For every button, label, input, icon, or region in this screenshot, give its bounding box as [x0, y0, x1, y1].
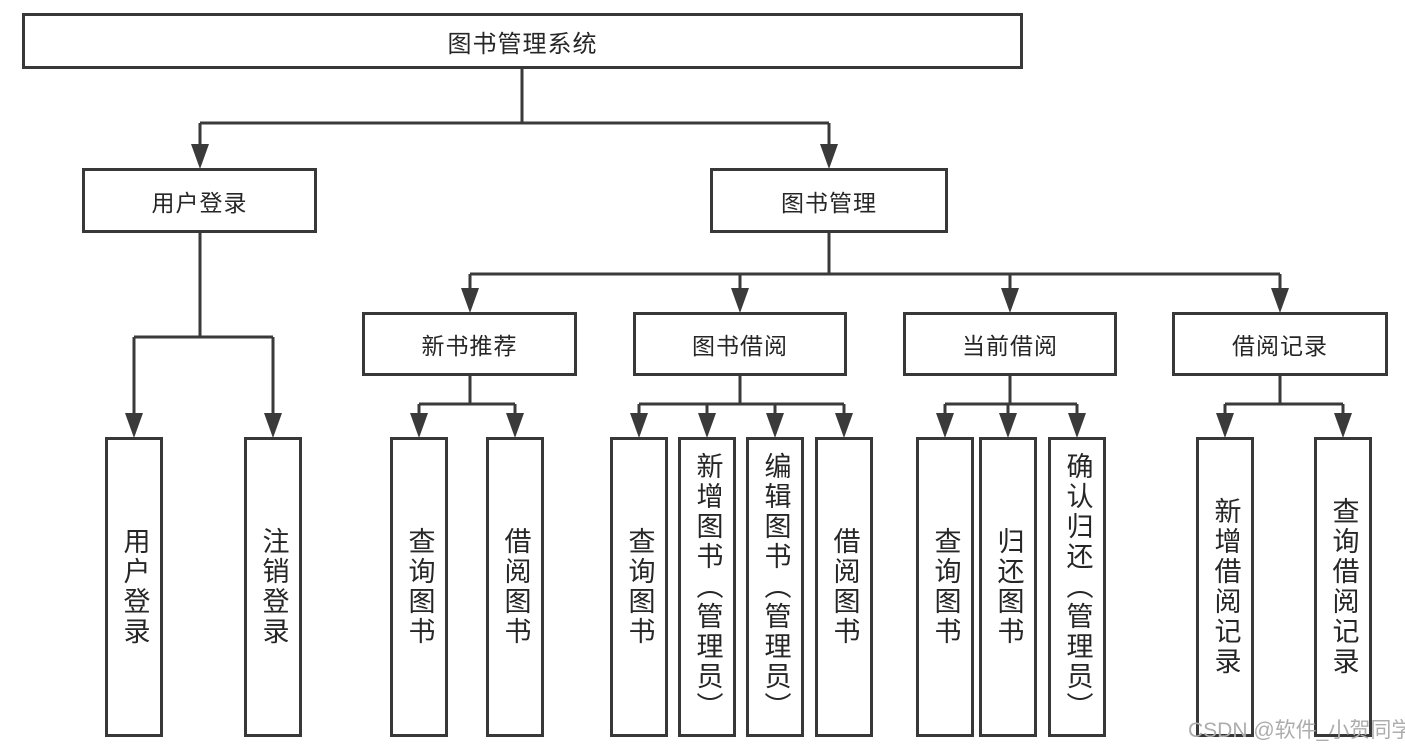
connector-book-borrow-children — [630, 376, 853, 438]
leaf-query-books-borrow: 查询图书 — [610, 437, 668, 737]
node-label: 图书管理 — [781, 189, 877, 216]
leaf-label: 编辑图书（管理员） — [760, 452, 791, 722]
leaf-add-book-admin: 新增图书（管理员） — [678, 437, 736, 737]
leaf-edit-book-admin: 编辑图书（管理员） — [746, 437, 804, 737]
node-user-login: 用户登录 — [82, 168, 317, 233]
leaf-query-borrow-record: 查询借阅记录 — [1314, 437, 1372, 737]
csdn-watermark: CSDN @软件_小贺同学 — [1188, 719, 1405, 742]
leaf-label: 用户登录 — [119, 527, 150, 647]
node-label: 图书管理系统 — [447, 30, 598, 58]
node-book-borrow: 图书借阅 — [633, 312, 847, 376]
leaf-user-login: 用户登录 — [105, 437, 163, 737]
leaf-label: 借阅图书 — [500, 527, 531, 647]
leaf-label: 借阅图书 — [829, 527, 860, 647]
leaf-return-book: 归还图书 — [979, 437, 1037, 737]
leaf-label: 确认归还（管理员） — [1062, 452, 1093, 722]
connector-current-borrow-children — [936, 376, 1086, 438]
connector-book-management-children — [461, 233, 1289, 313]
node-label: 借阅记录 — [1232, 333, 1328, 359]
leaf-label: 新增借阅记录 — [1210, 497, 1241, 677]
node-book-management: 图书管理 — [710, 168, 948, 233]
connector-user-login-children — [125, 233, 282, 438]
connector-new-book-recommend-children — [410, 376, 524, 438]
connector-root-to-level2 — [191, 69, 838, 169]
node-label: 新书推荐 — [421, 333, 518, 359]
leaf-borrow-book: 借阅图书 — [815, 437, 873, 737]
connector-borrow-records-children — [1216, 376, 1352, 438]
leaf-query-books-current: 查询图书 — [916, 437, 974, 737]
node-new-book-recommend: 新书推荐 — [362, 312, 577, 376]
node-label: 图书借阅 — [692, 333, 788, 359]
leaf-borrow-books-recommend: 借阅图书 — [486, 437, 544, 737]
leaf-label: 注销登录 — [258, 527, 289, 647]
leaf-label: 新增图书（管理员） — [692, 452, 723, 722]
node-current-borrow: 当前借阅 — [903, 312, 1117, 376]
leaf-label: 查询图书 — [930, 527, 961, 647]
node-library-management-system: 图书管理系统 — [22, 13, 1023, 69]
node-label: 用户登录 — [151, 189, 248, 216]
node-label: 当前借阅 — [962, 333, 1058, 359]
leaf-label: 归还图书 — [993, 527, 1024, 647]
leaf-label: 查询图书 — [624, 527, 655, 647]
leaf-query-books-recommend: 查询图书 — [390, 437, 448, 737]
leaf-label: 查询借阅记录 — [1328, 497, 1359, 677]
leaf-add-borrow-record: 新增借阅记录 — [1196, 437, 1254, 737]
leaf-logout: 注销登录 — [244, 437, 302, 737]
leaf-label: 查询图书 — [404, 527, 435, 647]
node-borrow-records: 借阅记录 — [1172, 312, 1388, 376]
leaf-confirm-return-admin: 确认归还（管理员） — [1048, 437, 1106, 737]
